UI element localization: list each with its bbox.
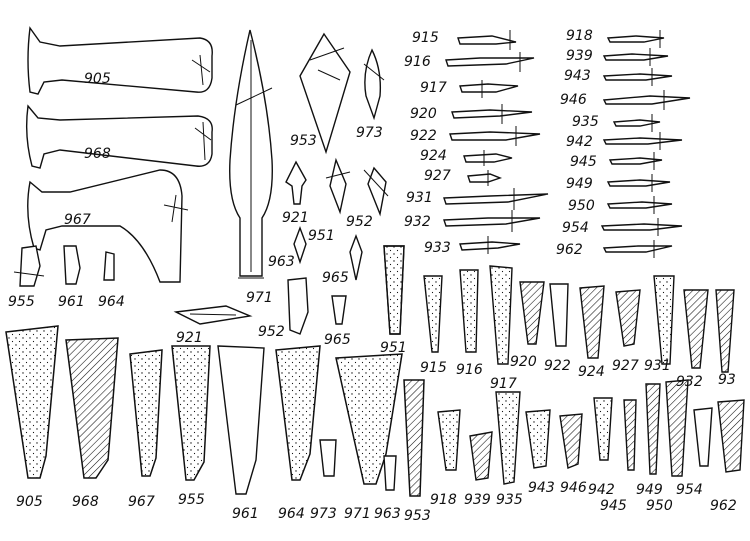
arrowhead-963 (293, 226, 307, 265)
label-sec-916: 916 (456, 362, 483, 378)
label-953: 953 (290, 133, 317, 149)
label-921-head: 921 (282, 210, 309, 226)
label-932: 932 (404, 214, 431, 230)
label-952-head: 952 (346, 214, 373, 230)
label-965-tip: 965 (324, 332, 351, 348)
plate-921 (173, 305, 253, 325)
label-sec-931: 931 (644, 358, 671, 374)
chip-964 (103, 251, 115, 281)
label-943: 943 (564, 68, 591, 84)
label-965-head: 965 (322, 270, 349, 286)
label-small-918: 918 (430, 492, 457, 508)
chip-961 (63, 245, 81, 285)
label-big-905: 905 (16, 494, 43, 510)
label-939: 939 (566, 48, 593, 64)
arrowhead-965 (349, 234, 363, 281)
label-952-tip: 952 (258, 324, 285, 340)
label-963-head: 963 (268, 254, 295, 270)
label-big-967: 967 (128, 494, 155, 510)
small-blades-row (437, 379, 745, 485)
label-961-chip: 961 (58, 294, 85, 310)
label-small-935: 935 (496, 492, 523, 508)
label-964-chip: 964 (98, 294, 125, 310)
label-sec-924: 924 (578, 364, 605, 380)
tip-952 (287, 277, 309, 335)
label-951-tip: 951 (380, 340, 407, 356)
label-sec-933: 93 (718, 372, 736, 388)
label-sec-927: 927 (612, 358, 639, 374)
label-big-964: 964 (278, 506, 305, 522)
axe-905 (27, 26, 213, 95)
axe-968 (25, 104, 213, 169)
label-big-953: 953 (404, 508, 431, 524)
label-small-946: 946 (560, 480, 587, 496)
label-955-chip: 955 (8, 294, 35, 310)
label-sec-915: 915 (420, 360, 447, 376)
label-971: 971 (246, 290, 273, 306)
label-small-954: 954 (676, 482, 703, 498)
label-968: 968 (84, 146, 111, 162)
label-big-963: 963 (374, 506, 401, 522)
label-sec-917: 917 (490, 376, 517, 392)
arrowhead-973 (363, 48, 385, 121)
label-935: 935 (572, 114, 599, 130)
label-916: 916 (404, 54, 431, 70)
tip-951 (383, 245, 405, 335)
arrowhead-952 (363, 166, 389, 217)
label-924: 924 (420, 148, 447, 164)
label-922: 922 (410, 128, 437, 144)
label-951-head: 951 (308, 228, 335, 244)
label-942: 942 (566, 134, 593, 150)
label-962: 962 (556, 242, 583, 258)
label-915: 915 (412, 30, 439, 46)
sections-row (423, 265, 735, 373)
label-917: 917 (420, 80, 447, 96)
tip-965 (331, 295, 347, 325)
spearhead-971 (229, 29, 273, 279)
label-921-plate: 921 (176, 330, 203, 346)
label-920: 920 (410, 106, 437, 122)
label-918: 918 (566, 28, 593, 44)
label-big-971: 971 (344, 506, 371, 522)
label-945: 945 (570, 154, 597, 170)
arrowhead-921 (285, 160, 307, 205)
label-973: 973 (356, 125, 383, 141)
large-blades-row (5, 325, 425, 497)
arrowhead-953 (299, 32, 351, 155)
label-931: 931 (406, 190, 433, 206)
label-small-945: 945 (600, 498, 627, 514)
label-big-955: 955 (178, 492, 205, 508)
label-small-949: 949 (636, 482, 663, 498)
label-905: 905 (84, 71, 111, 87)
label-933: 933 (424, 240, 451, 256)
label-small-939: 939 (464, 492, 491, 508)
label-950: 950 (568, 198, 595, 214)
label-small-943: 943 (528, 480, 555, 496)
label-small-942: 942 (588, 482, 615, 498)
label-sec-922: 922 (544, 358, 571, 374)
label-946: 946 (560, 92, 587, 108)
label-sec-920: 920 (510, 354, 537, 370)
knives-column-1 (443, 30, 549, 254)
label-small-950: 950 (646, 498, 673, 514)
chip-955 (13, 245, 45, 287)
knives-column-2 (600, 30, 691, 258)
axe-967 (27, 169, 189, 283)
label-big-973: 973 (310, 506, 337, 522)
label-big-961: 961 (232, 506, 259, 522)
label-949: 949 (566, 176, 593, 192)
label-small-962: 962 (710, 498, 737, 514)
label-967: 967 (64, 212, 91, 228)
label-927: 927 (424, 168, 451, 184)
arrowhead-951 (325, 157, 351, 215)
label-big-968: 968 (72, 494, 99, 510)
label-954: 954 (562, 220, 589, 236)
